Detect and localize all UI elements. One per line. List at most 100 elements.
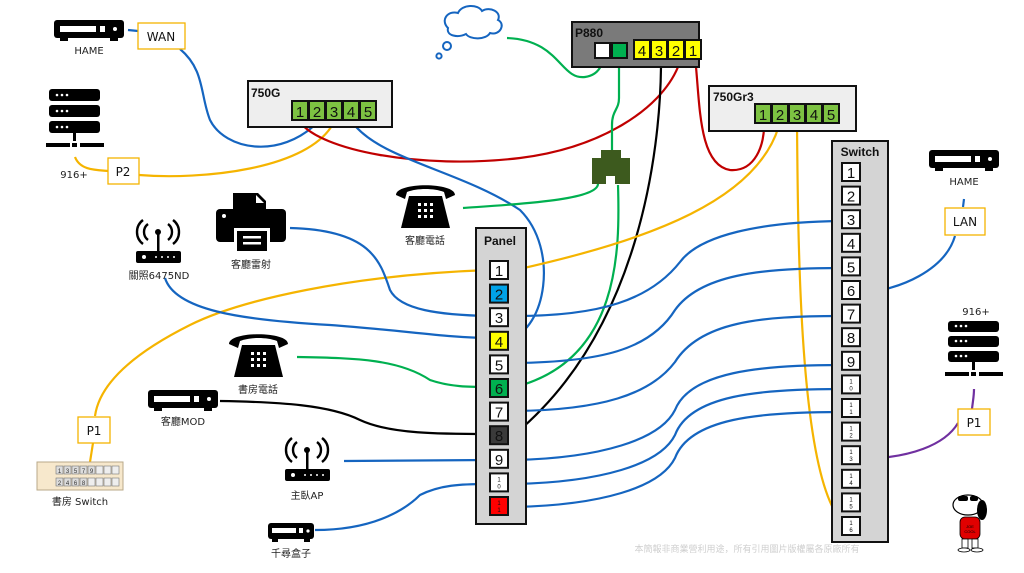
ap-master-device[interactable]: 主臥AP	[284, 437, 330, 502]
router-750gr3-port-3[interactable]: 3	[788, 103, 806, 124]
study-switch-port	[103, 477, 112, 487]
router-p880-port-label: 3	[655, 43, 663, 60]
snoopy-joe-cool-image: JOE COOL	[952, 494, 987, 553]
router-750g-port-1[interactable]: 1	[291, 100, 309, 121]
switch-port-12[interactable]: 12	[841, 421, 861, 442]
switch-port-label: 1	[849, 379, 853, 385]
study-switch-port: 5	[71, 465, 80, 475]
panel-port-label: 1	[497, 508, 501, 514]
nas-right-device[interactable]: 916+	[945, 307, 1003, 376]
switch-port-label: 5	[847, 259, 855, 276]
router-p880-port-4[interactable]: 4	[633, 39, 651, 60]
router-750gr3-port-label: 2	[776, 107, 784, 124]
switch-port-label: 0	[849, 386, 853, 392]
switch-port-6[interactable]: 6	[841, 280, 861, 300]
cables	[73, 28, 976, 532]
router-750gr3-title: 750Gr3	[713, 90, 754, 104]
switch-port-9[interactable]: 9	[841, 350, 861, 371]
hame-right-device[interactable]: HAME	[929, 150, 999, 188]
panel-port-3[interactable]: 3	[489, 307, 509, 328]
switch-port-label: 1	[849, 410, 853, 416]
nas-left-device[interactable]: 916+	[46, 89, 104, 181]
switch-port-11[interactable]: 11	[841, 398, 861, 418]
panel-port-5[interactable]: 5	[489, 354, 509, 375]
switch-port-label: 1	[849, 427, 853, 433]
phone-living-device[interactable]: 客廳電話	[396, 185, 455, 247]
switch-port-label: 2	[847, 189, 855, 206]
panel-port-8[interactable]: 8	[489, 425, 509, 446]
switch-port-2[interactable]: 2	[841, 185, 861, 206]
switch-port-14[interactable]: 14	[841, 468, 861, 489]
panel-port-2[interactable]: 2	[489, 283, 509, 304]
switch-port-1[interactable]: 1	[841, 162, 861, 182]
panel-port-11[interactable]: 11	[489, 496, 509, 516]
switch-port-5[interactable]: 5	[841, 256, 861, 277]
router-750g-port-3[interactable]: 3	[325, 100, 343, 121]
switch-port-8[interactable]: 8	[841, 327, 861, 348]
p1-right-tag-label: P1	[967, 416, 982, 430]
ap-master-label: 主臥AP	[291, 490, 324, 502]
hame-top-device[interactable]: HAME	[54, 20, 124, 57]
mod-label: 客廳MOD	[161, 415, 205, 428]
router-750gr3-port-label: 3	[793, 107, 801, 124]
switch-port-label: 9	[847, 354, 855, 371]
phone-study-device[interactable]: 書房電話	[229, 334, 288, 396]
patch-panel-title: Panel	[484, 234, 516, 248]
router-750g-port-4[interactable]: 4	[342, 100, 360, 121]
router-p880-port-1[interactable]: 1	[684, 39, 702, 60]
router-750gr3-port-1[interactable]: 1	[754, 103, 772, 124]
cable-p1-nas	[970, 388, 976, 410]
panel-port-6[interactable]: 6	[489, 378, 509, 398]
router-p880-port-3[interactable]: 3	[650, 39, 668, 60]
switch-port-label: 3	[847, 212, 855, 229]
cable-wan-750g-2	[179, 48, 319, 148]
p1-right-tag: P1	[957, 408, 991, 436]
study-switch-port	[103, 465, 112, 475]
cable-750gr3-2-panel-1	[514, 121, 782, 272]
patch-panel[interactable]: Panel 1 2 34 5 6 7 89 10 11	[475, 227, 527, 525]
cable-box-panel-10	[314, 482, 490, 532]
hame-top-label: HAME	[74, 46, 103, 57]
router-750gr3-port-4[interactable]: 4	[805, 103, 823, 124]
router-750gr3-port-label: 4	[810, 107, 818, 124]
switch-port-15[interactable]: 15	[841, 492, 861, 513]
mod-device[interactable]: 客廳MOD	[148, 390, 218, 428]
study-switch-label: 書房 Switch	[52, 495, 108, 508]
printer-device[interactable]: 客廳雷射	[216, 193, 286, 271]
box-device[interactable]: 千尋盒子	[268, 523, 314, 560]
panel-port-1[interactable]: 1	[489, 260, 509, 280]
switch-port-4[interactable]: 4	[841, 232, 861, 253]
switch-port-label: 1	[849, 450, 853, 456]
router-750g-port-5[interactable]: 5	[359, 100, 377, 121]
panel-port-4[interactable]: 4	[489, 330, 509, 351]
switch-port-10[interactable]: 10	[841, 374, 861, 395]
panel-port-label: 5	[495, 357, 503, 374]
ap-6475nd-device[interactable]: 關照6475ND	[129, 219, 190, 282]
panel-port-9[interactable]: 9	[489, 448, 509, 469]
cable-750g-1-p880-2	[299, 66, 680, 163]
switch-port-label: 1	[847, 165, 855, 182]
phone-living-label: 客廳電話	[405, 234, 445, 247]
study-switch-port	[111, 477, 120, 487]
panel-port-7[interactable]: 7	[489, 401, 509, 422]
switch-port-13[interactable]: 13	[841, 445, 861, 466]
switch-port-16[interactable]: 16	[841, 516, 861, 536]
panel-port-10[interactable]: 10	[489, 472, 509, 493]
switch-port-3[interactable]: 3	[841, 209, 861, 230]
router-p880-port-label: 4	[638, 43, 646, 60]
router-750g-port-label: 1	[296, 104, 304, 121]
router-750gr3-port-5[interactable]: 5	[822, 103, 840, 124]
p1-left-tag: P1	[77, 416, 111, 444]
cable-panel-10-switch-10	[514, 387, 841, 486]
switch-port-label: 6	[849, 528, 853, 534]
switch-port-7[interactable]: 7	[841, 303, 861, 324]
router-750gr3-port-2[interactable]: 2	[771, 103, 789, 124]
router-p880-port-2[interactable]: 2	[667, 39, 685, 60]
router-p880-title: P880	[575, 26, 603, 40]
router-750g-port-2[interactable]: 2	[308, 100, 326, 121]
